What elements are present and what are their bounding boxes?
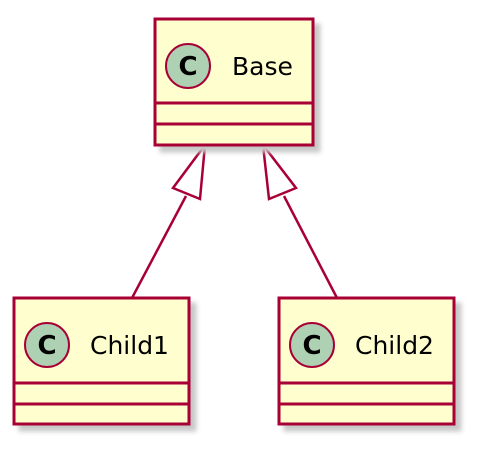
edge-line bbox=[130, 195, 188, 299]
class-name: Child1 bbox=[90, 331, 169, 360]
class-stereotype-icon bbox=[24, 322, 70, 368]
class-child2[interactable]: C Child2 bbox=[277, 296, 456, 426]
stereotype-letter: C bbox=[302, 331, 321, 361]
edge-child2-to-base bbox=[261, 140, 339, 299]
class-name: Base bbox=[232, 52, 293, 81]
edge-line bbox=[282, 195, 339, 299]
class-stereotype-icon bbox=[165, 43, 211, 89]
class-name: Child2 bbox=[355, 331, 434, 360]
stereotype-letter: C bbox=[37, 331, 56, 361]
class-child1[interactable]: C Child1 bbox=[12, 296, 191, 426]
class-stereotype-icon bbox=[289, 322, 335, 368]
stereotype-letter: C bbox=[178, 52, 197, 82]
generalization-arrowhead bbox=[171, 140, 207, 201]
generalization-arrowhead bbox=[261, 140, 298, 201]
edge-child1-to-base bbox=[130, 140, 207, 299]
class-base[interactable]: C Base bbox=[153, 17, 315, 147]
